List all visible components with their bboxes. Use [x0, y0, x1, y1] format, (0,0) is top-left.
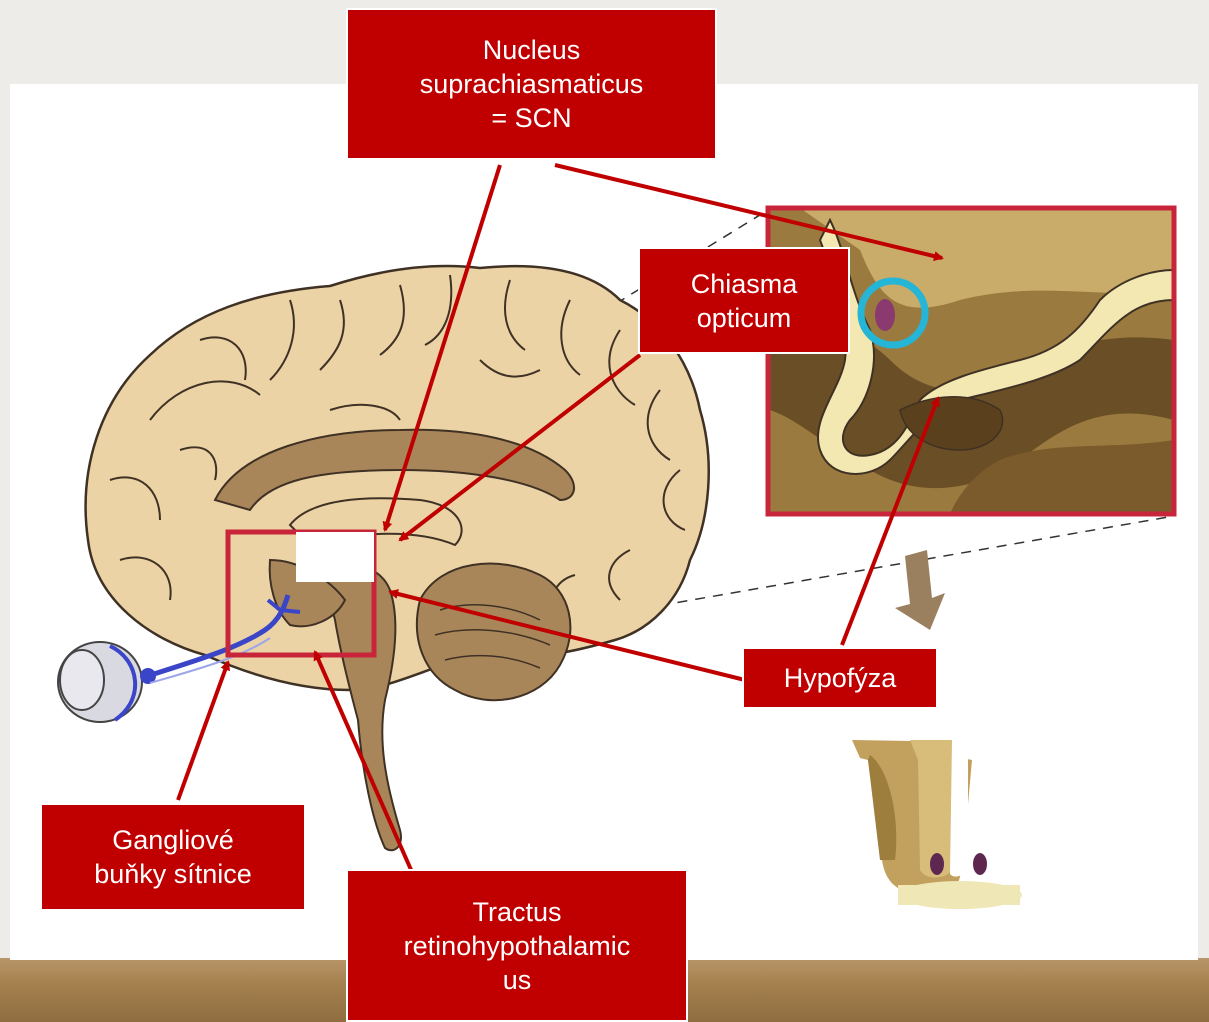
- cross-section-image: [852, 740, 1022, 909]
- label-chiasma-opticum: Chiasma opticum: [638, 247, 850, 354]
- label-tractus-retinohypothalamicus: Tractus retinohypothalamic us: [346, 869, 688, 1022]
- eye: [58, 642, 156, 722]
- label-scn: Nucleus suprachiasmaticus = SCN: [346, 8, 717, 160]
- cerebrum: [86, 266, 709, 690]
- label-hypofyza: Hypofýza: [742, 647, 938, 709]
- label-gangliove-bunky: Gangliové buňky sítnice: [40, 803, 306, 911]
- down-arrow-icon: [895, 550, 945, 630]
- arrow-ganglion: [178, 662, 228, 800]
